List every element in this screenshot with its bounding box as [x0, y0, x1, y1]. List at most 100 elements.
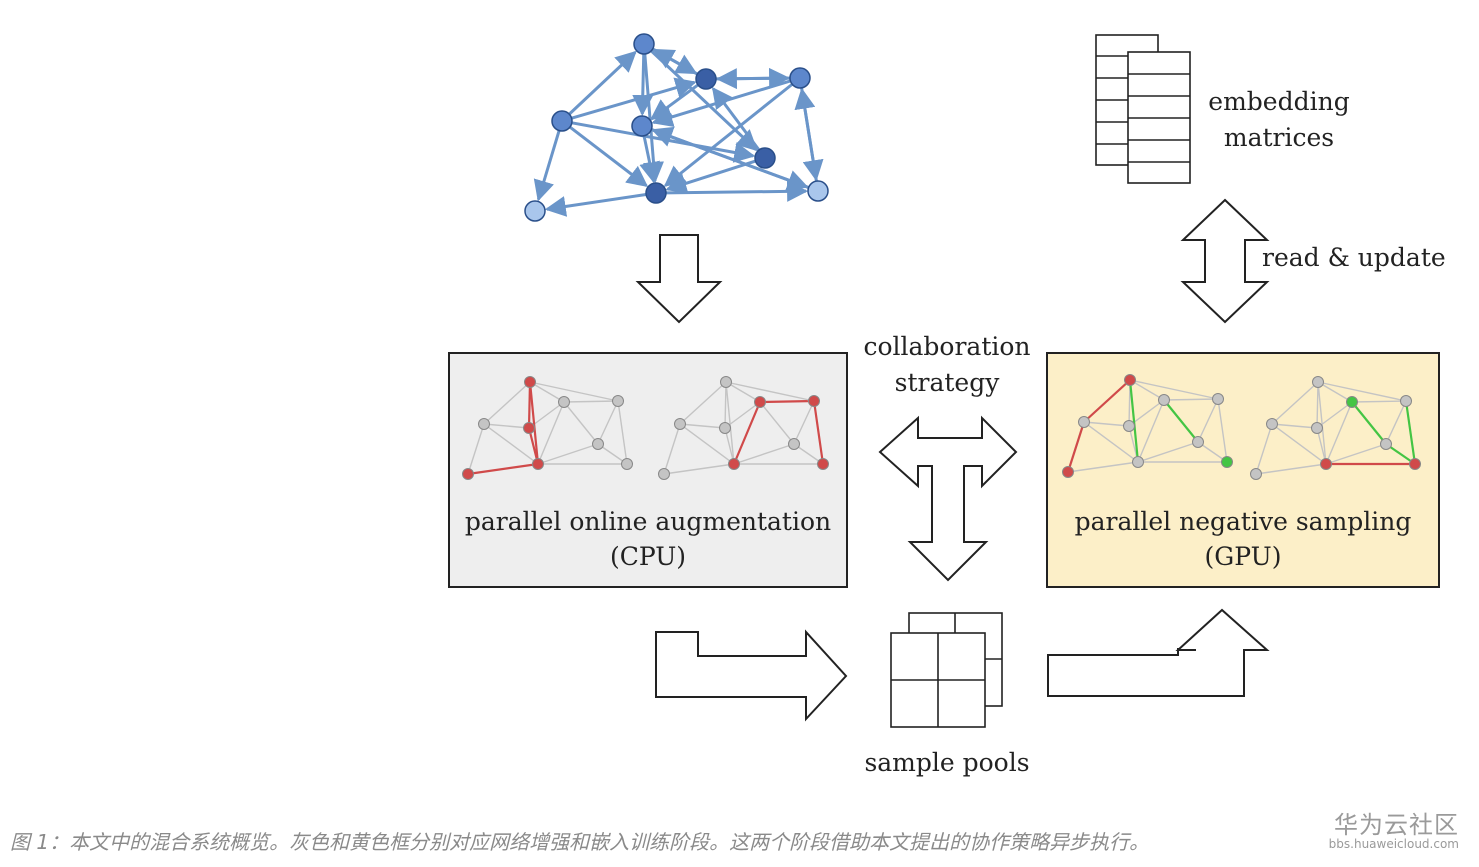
- mini-graph-edge: [1163, 399, 1199, 443]
- gpu-box-title: parallel negative sampling: [1075, 507, 1412, 536]
- mini-graph-node: [462, 468, 474, 480]
- mini-graph-edge: [793, 400, 815, 445]
- mini-graph-node: [1346, 396, 1358, 408]
- graph-node: [807, 180, 829, 202]
- figure-caption: 图 1：本文中的混合系统概览。灰色和黄色框分别对应网络增强和嵌入训练阶段。这两个…: [10, 830, 1150, 854]
- embedding-label-line2: matrices: [1224, 123, 1334, 152]
- mini-graph-node: [754, 396, 766, 408]
- mini-graph-edge: [529, 381, 619, 402]
- mini-graph-edge: [1129, 379, 1165, 401]
- down-arrow-icon: [635, 234, 723, 324]
- mini-graph-edge: [483, 381, 531, 425]
- graph-node: [551, 110, 573, 132]
- mini-graph-edge: [732, 401, 762, 465]
- mini-graph-node: [1062, 466, 1074, 478]
- graph-node: [645, 182, 667, 204]
- mini-graph-edge: [759, 401, 795, 445]
- mini-graph-edge: [563, 400, 619, 403]
- mini-graph-edge: [1316, 401, 1353, 429]
- mini-graph-node: [1380, 438, 1392, 450]
- graph-edge: [571, 77, 697, 120]
- read-update-double-arrow-icon: [1180, 198, 1270, 324]
- mini-graph-node: [728, 458, 740, 470]
- graph-edge: [651, 79, 791, 128]
- mini-graph-edge: [725, 381, 735, 465]
- mini-graph-node: [1078, 416, 1090, 428]
- mini-graph-edge: [537, 443, 599, 465]
- mini-graph-edge: [467, 423, 485, 475]
- mini-graph-node: [674, 418, 686, 430]
- embedding-label-line1: embedding: [1208, 87, 1349, 116]
- mini-graph-node: [621, 458, 633, 470]
- mini-graph-node: [478, 418, 490, 430]
- pool-to-gpu-arrow-icon: [1047, 608, 1270, 697]
- mini-graph-edge: [679, 381, 727, 425]
- mini-graph-edge: [483, 423, 539, 465]
- graph-node: [695, 68, 717, 90]
- mini-graph-edge: [1129, 379, 1219, 400]
- graph-edge: [711, 86, 761, 151]
- graph-node: [789, 67, 811, 89]
- mini-graph-edge: [597, 400, 619, 445]
- mini-graph-edge: [1325, 443, 1387, 465]
- mini-graph-node: [532, 458, 544, 470]
- mini-graph-edge: [1255, 423, 1273, 475]
- mini-graph-node: [1124, 374, 1136, 386]
- mini-graph-edge: [1083, 379, 1131, 423]
- mini-graph-node: [1312, 376, 1324, 388]
- mini-graph-edge: [812, 400, 825, 465]
- graph-edge: [663, 83, 794, 187]
- mini-graph-edge: [563, 401, 599, 445]
- mini-graph-node: [719, 422, 731, 434]
- cpu-box-subtitle: (CPU): [610, 542, 686, 571]
- sample-pools-icon: [890, 612, 1003, 728]
- mini-graph-edge: [725, 381, 761, 403]
- mini-graph-edge: [724, 381, 727, 429]
- mini-graph-edge: [724, 427, 735, 465]
- gpu-mini-graph-2: [1250, 376, 1421, 480]
- mini-graph-node: [523, 422, 535, 434]
- collaboration-label-line1: collaboration: [863, 332, 1030, 361]
- mini-graph-node: [612, 395, 624, 407]
- graph-edge: [650, 128, 809, 191]
- mini-graph-edge: [1255, 463, 1327, 475]
- mini-graph-edge: [733, 443, 795, 465]
- mini-graph-edge: [483, 423, 530, 429]
- mini-graph-edge: [1217, 398, 1228, 463]
- mini-graph-edge: [663, 423, 681, 475]
- gpu-box-subtitle: (GPU): [1205, 542, 1282, 571]
- cpu-box-title: parallel online augmentation: [465, 507, 831, 536]
- collaboration-t-arrow-icon: [878, 415, 1018, 582]
- mini-graph-node: [1250, 468, 1262, 480]
- mini-graph-edge: [1137, 399, 1165, 463]
- mini-graph-edge: [1163, 398, 1219, 401]
- graph-edge: [650, 49, 758, 152]
- mini-graph-node: [1400, 395, 1412, 407]
- collaboration-label-line2: strategy: [895, 368, 1001, 397]
- graph-edge: [715, 68, 791, 90]
- mini-graph-edge: [1083, 421, 1139, 463]
- mini-graph-node: [720, 376, 732, 388]
- mini-graph-edge: [537, 401, 565, 465]
- mini-graph-edge: [724, 401, 761, 429]
- mini-graph-node: [1266, 418, 1278, 430]
- mini-graph-edge: [1351, 400, 1407, 403]
- mini-graph-edge: [1317, 381, 1407, 402]
- mini-graph-edge: [467, 462, 539, 476]
- mini-graph-node: [1192, 436, 1204, 448]
- mini-graph-edge: [1083, 421, 1130, 427]
- mini-graph-node: [1158, 394, 1170, 406]
- mini-graph-edge: [1317, 381, 1327, 465]
- mini-graph-edge: [759, 399, 815, 404]
- graph-edge: [800, 87, 824, 182]
- mini-graph-edge: [1385, 400, 1407, 445]
- gpu-mini-graph-1: [1062, 374, 1233, 478]
- mini-graph-edge: [1137, 441, 1199, 463]
- graph-node: [524, 200, 546, 222]
- mini-graph-node: [1212, 393, 1224, 405]
- input-graph: [524, 33, 829, 222]
- mini-graph-edge: [725, 381, 815, 402]
- mini-graph-edge: [663, 463, 735, 475]
- mini-graph-node: [788, 438, 800, 450]
